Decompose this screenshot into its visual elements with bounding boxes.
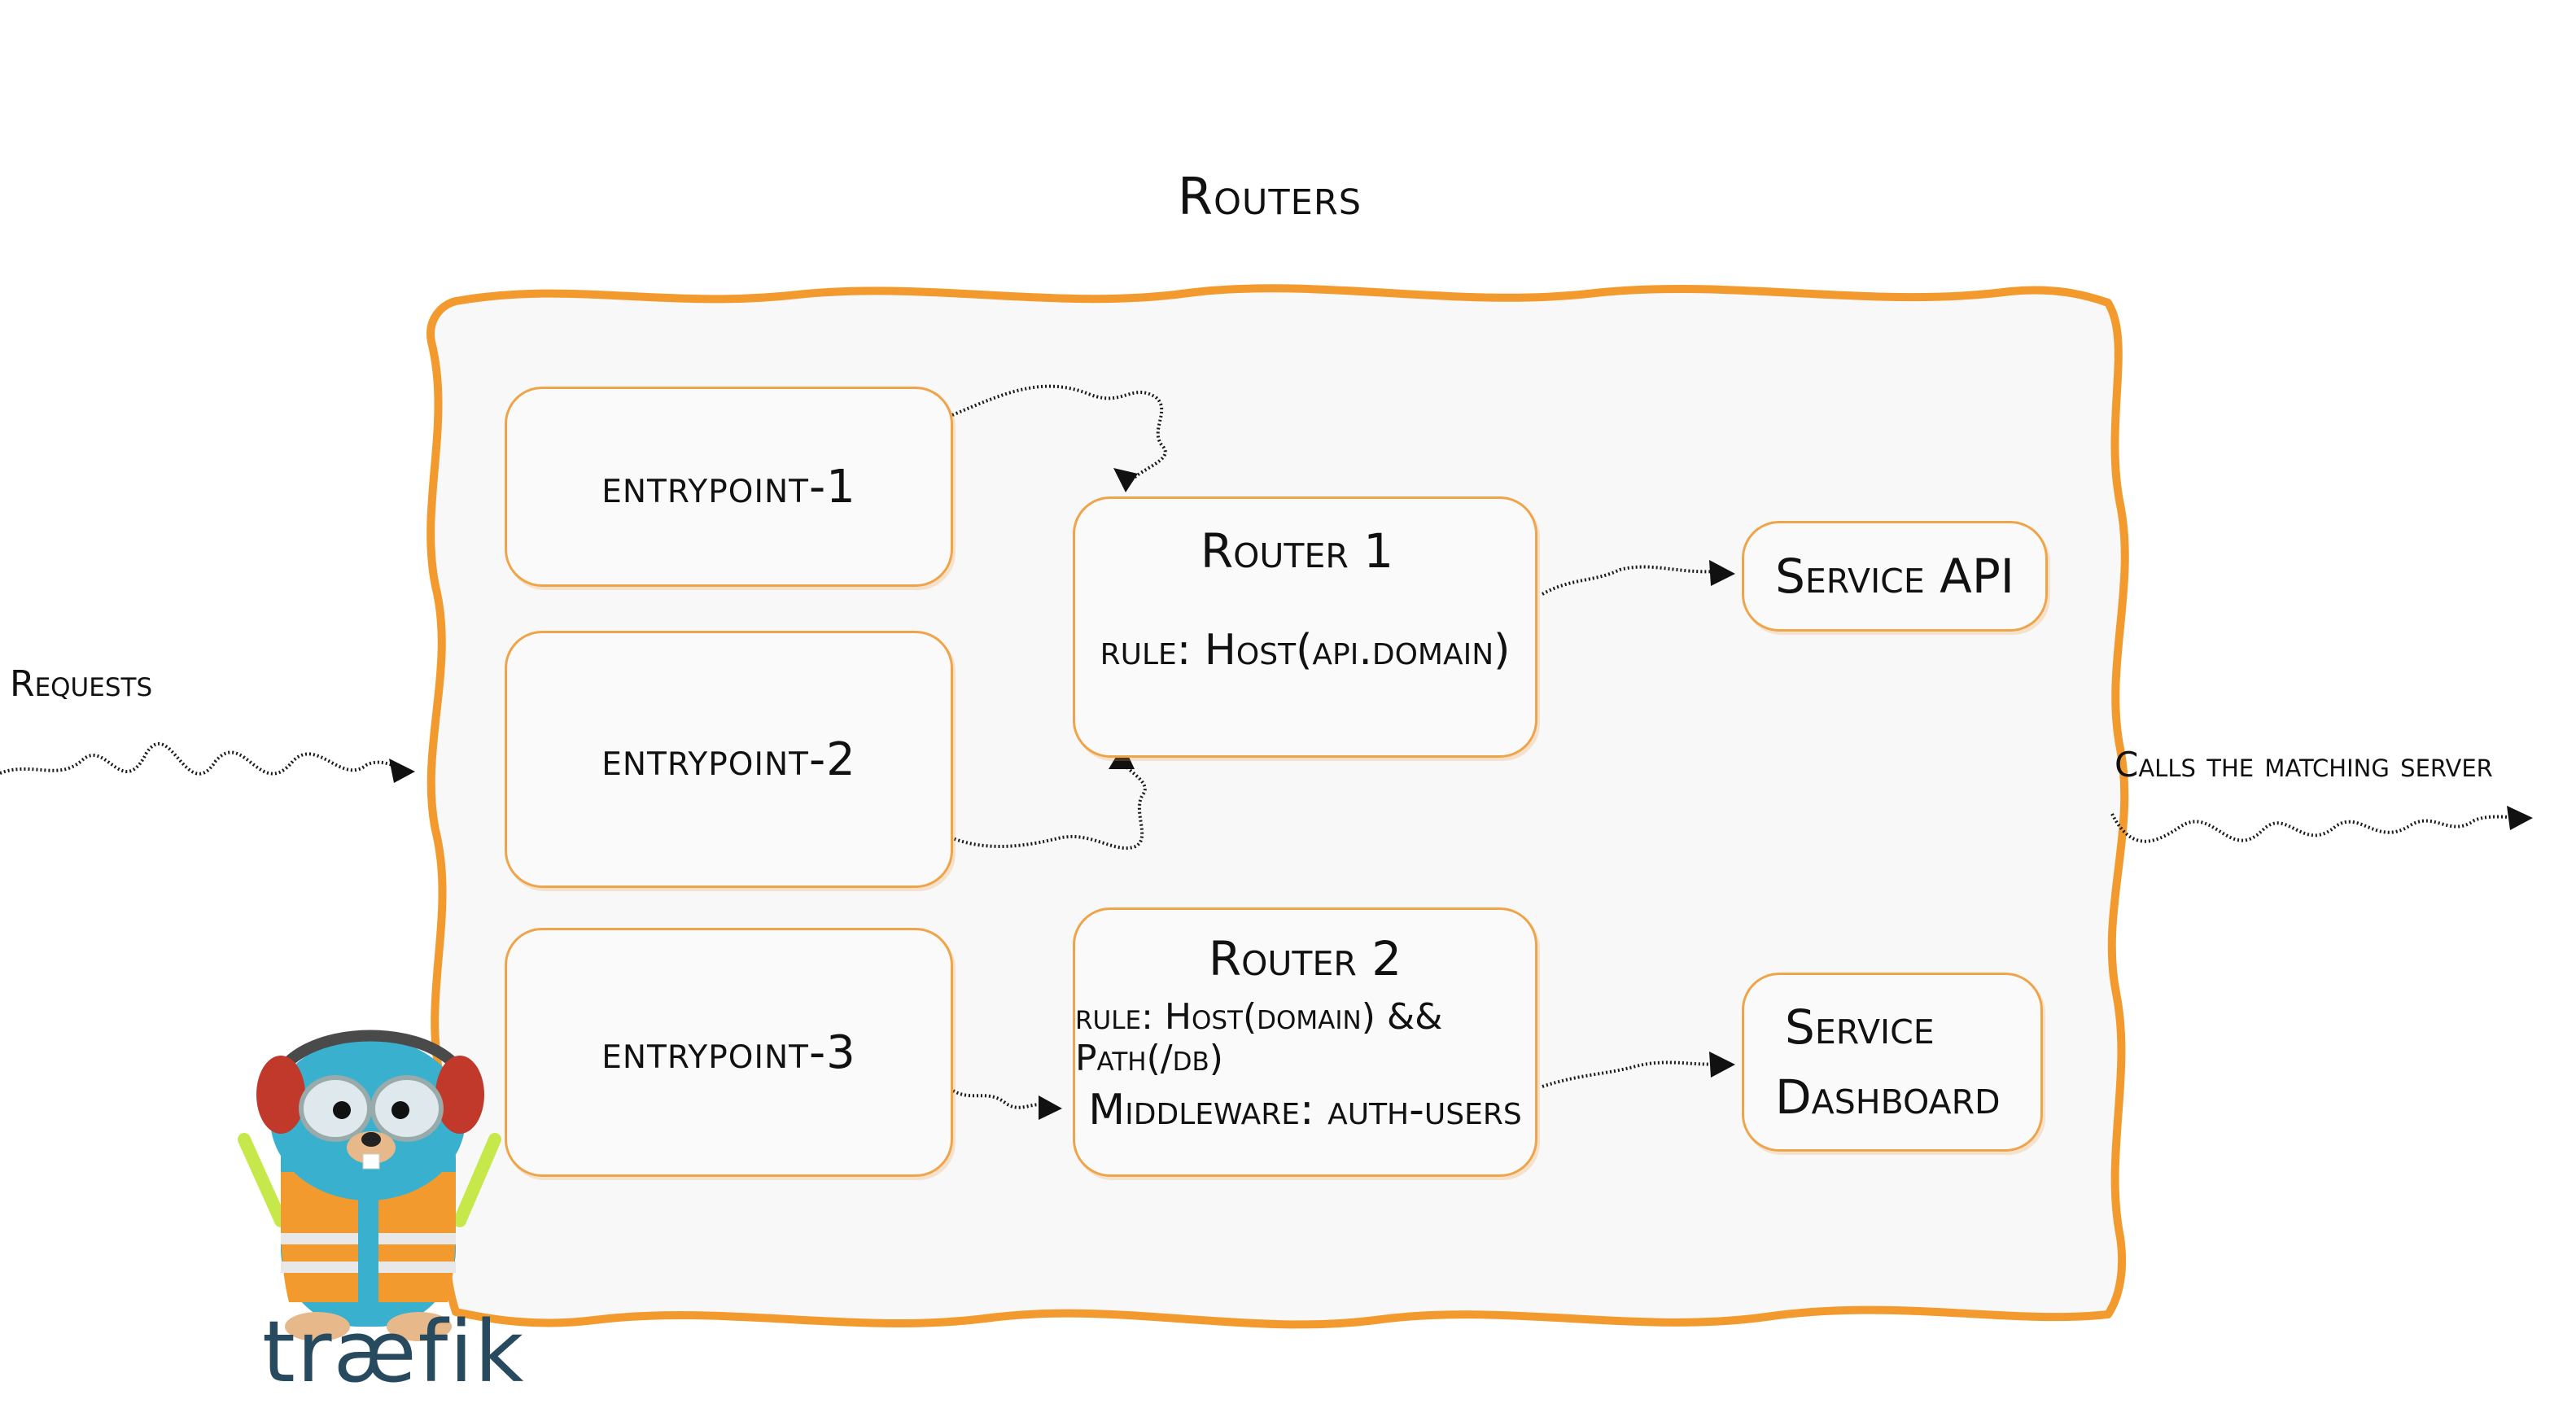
traefik-logo-text: træfik xyxy=(262,1302,526,1401)
router1-to-api-arrow xyxy=(1542,565,1718,596)
router-2-rule: rule: Host(domain) && Path(/db) xyxy=(1075,996,1443,1079)
service-dashboard-line1: Service xyxy=(1785,999,1935,1055)
calls-arrowhead xyxy=(2507,806,2533,830)
calls-arrow xyxy=(2110,813,2524,843)
entrypoint-3-label: entrypoint-3 xyxy=(601,1025,856,1079)
requests-arrowhead xyxy=(389,759,415,783)
requests-label: Requests xyxy=(10,663,153,705)
router-2-name: Router 2 xyxy=(1208,931,1402,986)
ep3-to-router2-arrow xyxy=(942,1081,1051,1109)
entrypoint-1-box: entrypoint-1 xyxy=(505,387,953,587)
router2-to-dashboard-arrow xyxy=(1542,1060,1718,1088)
service-dashboard-line2: Dashboard xyxy=(1775,1069,2001,1125)
ep1-arrowhead xyxy=(1113,468,1138,492)
router-1-box: Router 1 rule: Host(api.domain) xyxy=(1073,496,1537,758)
entrypoint-2-label: entrypoint-2 xyxy=(601,732,856,786)
calls-label: Calls the matching server xyxy=(2115,745,2493,785)
router-2-box: Router 2 rule: Host(domain) && Path(/db)… xyxy=(1073,907,1537,1177)
service-dashboard-box: Service Dashboard xyxy=(1742,973,2043,1152)
service-api-label: Service API xyxy=(1775,549,2014,604)
router-1-rule: rule: Host(api.domain) xyxy=(1100,626,1511,675)
requests-arrow xyxy=(0,741,412,776)
diagram-title: Routers xyxy=(1177,167,1362,226)
router-2-middleware: Middleware: auth-users xyxy=(1088,1086,1522,1135)
gopher-mascot-icon xyxy=(238,1030,501,1341)
service-api-box: Service API xyxy=(1742,521,2048,632)
ep3-arrowhead xyxy=(1039,1095,1062,1120)
ep2-to-router1-arrow xyxy=(934,760,1147,850)
entrypoint-3-box: entrypoint-3 xyxy=(505,928,953,1177)
dashboard-arrowhead xyxy=(1709,1052,1735,1078)
api-arrowhead xyxy=(1709,560,1735,586)
entrypoint-1-label: entrypoint-1 xyxy=(601,460,856,514)
router-1-name: Router 1 xyxy=(1200,523,1394,579)
entrypoint-2-box: entrypoint-2 xyxy=(505,631,953,888)
